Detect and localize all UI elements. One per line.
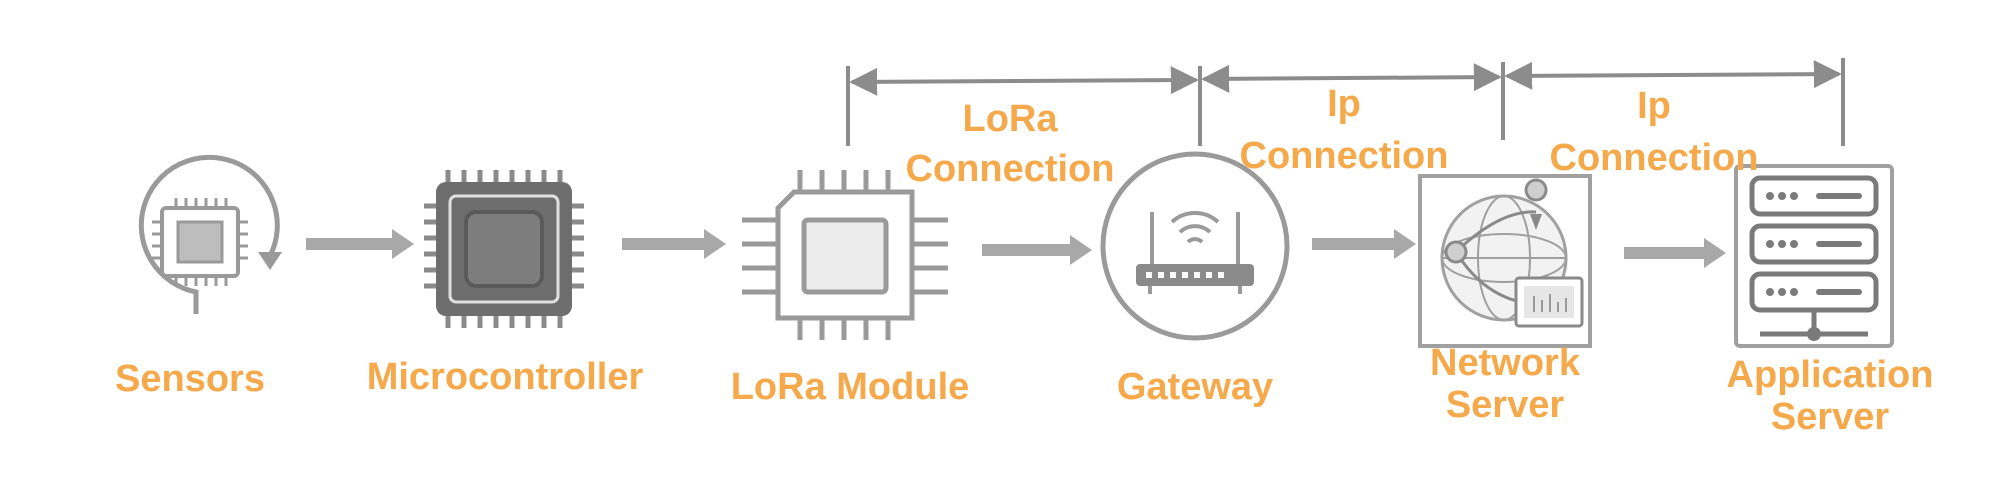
flow-arrow-2 bbox=[622, 229, 726, 259]
label-lora-connection: LoRa Connection bbox=[880, 94, 1140, 194]
label-ip-connection-2-line-2: Connection bbox=[1549, 137, 1759, 179]
wifi-router-icon bbox=[1100, 151, 1290, 341]
label-ip-connection-1-line-1: Ip bbox=[1327, 83, 1361, 125]
label-microcontroller: Microcontroller bbox=[366, 356, 644, 398]
flow-arrow-3 bbox=[982, 235, 1092, 265]
lora-module-chip-icon bbox=[742, 170, 948, 340]
label-ip-connection-2: Ip Connection bbox=[1524, 80, 1784, 184]
label-application-server-line-1: Application bbox=[1726, 354, 1934, 396]
label-ip-connection-2-line-1: Ip bbox=[1637, 85, 1671, 127]
flow-arrow-4 bbox=[1312, 229, 1416, 259]
span-lora-line bbox=[849, 66, 1199, 96]
flow-arrows bbox=[306, 229, 1726, 268]
label-lora-connection-line-1: LoRa bbox=[962, 98, 1058, 140]
label-application-server-line-2: Server bbox=[1770, 396, 1890, 438]
label-gateway: Gateway bbox=[1116, 366, 1274, 408]
network-globe-icon bbox=[1418, 174, 1592, 348]
flow-arrow-1 bbox=[306, 229, 414, 259]
label-network-server-line-2: Server bbox=[1445, 384, 1565, 426]
label-ip-connection-1: Ip Connection bbox=[1214, 78, 1474, 182]
server-rack-icon bbox=[1734, 164, 1894, 348]
label-lora-connection-line-2: Connection bbox=[905, 148, 1115, 190]
microcontroller-chip-icon bbox=[424, 170, 584, 328]
span-ip2-line bbox=[1504, 60, 1842, 90]
span-ip1-line bbox=[1201, 63, 1502, 93]
connection-spans bbox=[846, 58, 1845, 146]
label-ip-connection-1-line-2: Connection bbox=[1239, 135, 1449, 177]
label-network-server: Network Server bbox=[1400, 342, 1610, 426]
flow-arrow-5 bbox=[1624, 238, 1726, 268]
label-sensors: Sensors bbox=[115, 358, 265, 400]
label-lora-module: LoRa Module bbox=[730, 366, 970, 408]
label-network-server-line-1: Network bbox=[1430, 342, 1580, 384]
sensor-chip-icon bbox=[138, 154, 282, 314]
label-application-server: Application Server bbox=[1700, 354, 1960, 438]
